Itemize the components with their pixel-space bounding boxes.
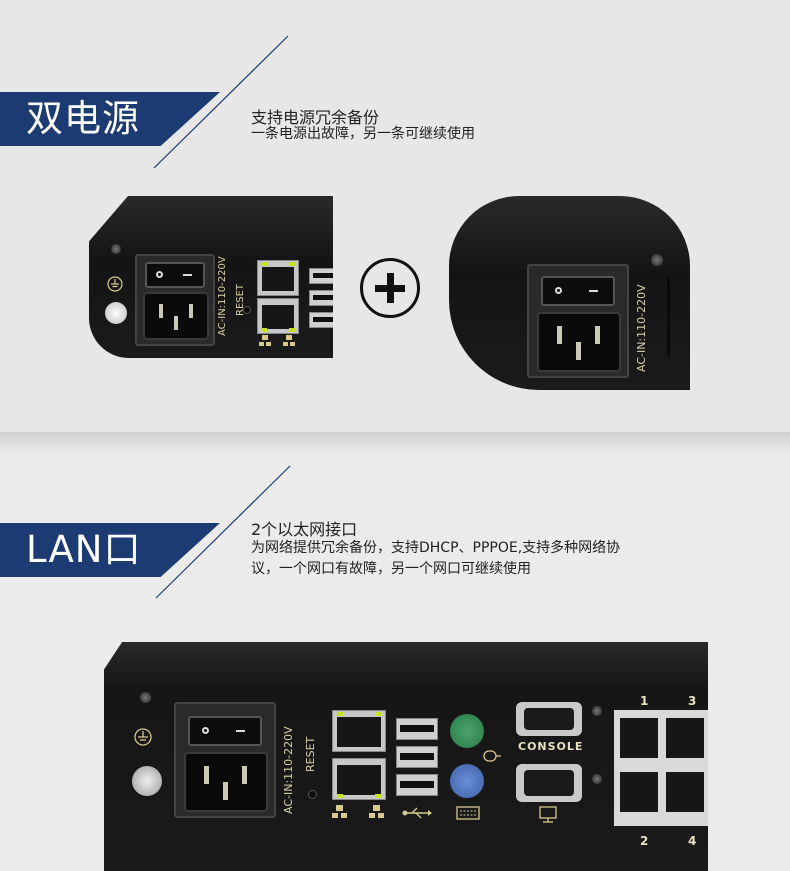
section-label: 双电源	[26, 97, 140, 140]
power-module	[527, 264, 629, 378]
section-description: 为网络提供冗余备份，支持DHCP、PPPOE,支持多种网络协	[251, 540, 621, 556]
mouse-icon	[483, 750, 501, 762]
console-label: CONSOLE	[518, 740, 584, 753]
power-panel-photo-left: AC-IN:110-220V RESET	[89, 196, 333, 358]
section-title: 支持电源冗余备份	[251, 108, 380, 127]
rj45-port	[257, 298, 299, 334]
usb-port	[396, 718, 438, 740]
section-divider	[0, 432, 790, 452]
port-number: 1	[640, 694, 649, 708]
power-module	[135, 254, 215, 346]
reset-label: RESET	[304, 736, 317, 772]
reset-button[interactable]	[243, 306, 251, 314]
usb-port	[396, 774, 438, 796]
ac-socket	[537, 312, 621, 372]
rj45-port	[257, 260, 299, 296]
rear-panel-photo: AC-IN:110-220V RESET	[104, 642, 708, 871]
ac-in-label: AC-IN:110-220V	[282, 726, 295, 814]
ground-terminal-icon	[105, 302, 127, 324]
console-port	[516, 702, 582, 736]
ground-terminal-icon	[132, 766, 162, 796]
ground-icon	[134, 728, 152, 746]
ac-in-label: AC-IN:110-220V	[635, 284, 648, 372]
plus-icon	[360, 258, 420, 318]
rj45-port	[332, 710, 386, 752]
network-icon	[259, 335, 295, 346]
keyboard-icon	[456, 806, 480, 820]
diagonal-line	[153, 35, 289, 169]
rj45-port	[332, 758, 386, 800]
section-description: 一条电源出故障，另一条可继续使用	[251, 126, 475, 142]
ground-icon	[107, 276, 123, 292]
ps2-mouse-port	[450, 714, 484, 748]
ac-socket	[184, 752, 268, 812]
usb-port	[309, 268, 333, 284]
rj45-port	[666, 718, 704, 758]
power-module	[174, 702, 276, 818]
port-number: 4	[688, 834, 697, 848]
screw-icon	[592, 706, 602, 716]
diagonal-line	[155, 465, 291, 599]
rj45-port	[620, 772, 658, 812]
lan-section: LAN口 2个以太网接口 为网络提供冗余备份，支持DHCP、PPPOE,支持多种…	[0, 452, 790, 871]
screw-icon	[111, 244, 121, 254]
power-panel-photo-right: AC-IN:110-220V	[449, 196, 690, 390]
rj45-port	[620, 718, 658, 758]
section-label: LAN口	[26, 528, 142, 571]
monitor-icon	[539, 806, 557, 823]
port-number: 2	[640, 834, 649, 848]
section-description: 议，一个网口有故障，另一个网口可继续使用	[251, 561, 531, 577]
power-switch	[541, 276, 615, 306]
usb-port	[309, 290, 333, 306]
usb-port	[309, 312, 333, 328]
section-title: 2个以太网接口	[251, 520, 358, 539]
usb-port	[396, 746, 438, 768]
power-switch	[188, 716, 262, 746]
switch-port-block	[614, 710, 708, 826]
screw-icon	[592, 774, 602, 784]
ac-socket	[143, 292, 209, 340]
rj45-port	[666, 772, 704, 812]
ac-in-label: AC-IN:110-220V	[217, 256, 228, 336]
screw-icon	[651, 254, 663, 266]
network-icon	[332, 805, 384, 818]
power-switch	[145, 262, 205, 288]
reset-button[interactable]	[308, 790, 317, 799]
usb-icon	[402, 807, 432, 819]
vga-port	[516, 764, 582, 802]
port-number: 3	[688, 694, 697, 708]
screw-icon	[140, 692, 151, 703]
ps2-keyboard-port	[450, 764, 484, 798]
dual-power-section: 双电源 支持电源冗余备份 一条电源出故障，另一条可继续使用 AC-IN:110-…	[0, 0, 790, 432]
